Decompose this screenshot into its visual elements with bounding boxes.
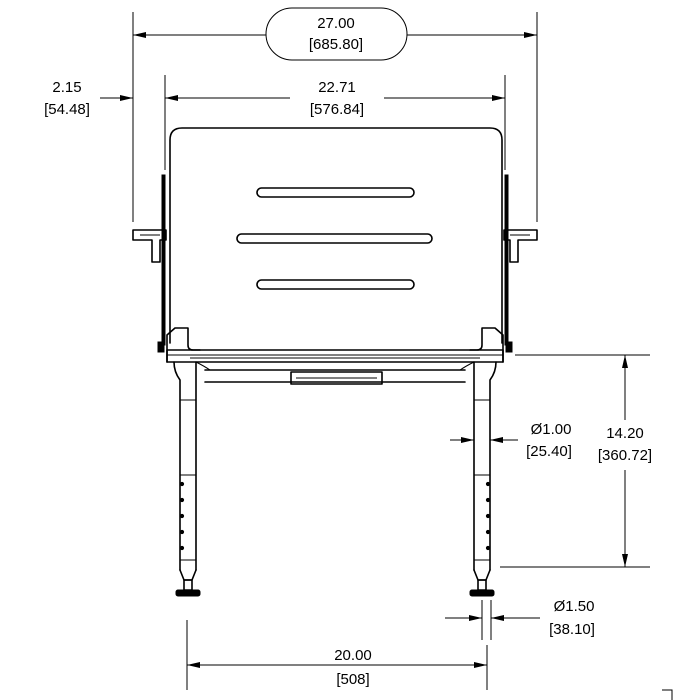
right-armrest (503, 229, 538, 263)
right-side-rail (504, 174, 509, 346)
left-seat-corner (166, 327, 201, 363)
dim-leg-spacing-inch: 20.00 (334, 647, 372, 664)
corner-mark (662, 689, 673, 700)
dim-foot-diameter-inch: Ø1.50 (554, 598, 595, 615)
dim-leg-diameter: Ø1.00 [25.40] (450, 421, 572, 460)
right-seat-corner (469, 327, 504, 363)
dim-armrest-offset-mm: [54.48] (44, 101, 90, 118)
dim-leg-diameter-inch: Ø1.00 (531, 421, 572, 438)
dim-seat-height: 14.20 [360.72] (500, 354, 652, 568)
dim-foot-diameter: Ø1.50 [38.10] (445, 598, 595, 640)
dim-overall-width-bubble (265, 7, 408, 61)
dim-foot-diameter-mm: [38.10] (549, 621, 595, 638)
seat-slot-top (256, 187, 415, 198)
dim-seat-width-mm: [576.84] (310, 101, 364, 118)
cross-brace (204, 369, 466, 385)
right-leg (459, 361, 497, 597)
dim-overall-width: 27.00 [685.80] (132, 7, 538, 222)
left-bolt (157, 341, 165, 353)
left-armrest (132, 229, 167, 263)
dim-overall-width-mm: [685.80] (309, 36, 363, 53)
dim-leg-spacing: 20.00 [508] (186, 620, 488, 690)
dim-leg-diameter-mm: [25.40] (526, 443, 572, 460)
shower-chair (132, 127, 538, 597)
left-leg (173, 361, 211, 597)
dim-seat-width: 22.71 [576.84] (164, 75, 506, 170)
right-bolt (505, 341, 513, 353)
dim-leg-spacing-mm: [508] (336, 671, 369, 688)
dim-overall-width-inch: 27.00 (317, 15, 355, 32)
right-foot (469, 589, 495, 597)
dim-seat-width-inch: 22.71 (318, 79, 356, 96)
dim-armrest-offset-inch: 2.15 (52, 79, 81, 96)
seat-frame (166, 349, 504, 363)
seat-slot-bottom (256, 279, 415, 290)
dim-seat-height-inch: 14.20 (606, 425, 644, 442)
left-side-rail (161, 174, 166, 346)
dim-armrest-offset: 2.15 [54.48] (44, 79, 178, 118)
seat-slot-middle (236, 233, 433, 244)
left-foot (175, 589, 201, 597)
seat-panel (169, 127, 503, 344)
dim-seat-height-mm: [360.72] (598, 447, 652, 464)
